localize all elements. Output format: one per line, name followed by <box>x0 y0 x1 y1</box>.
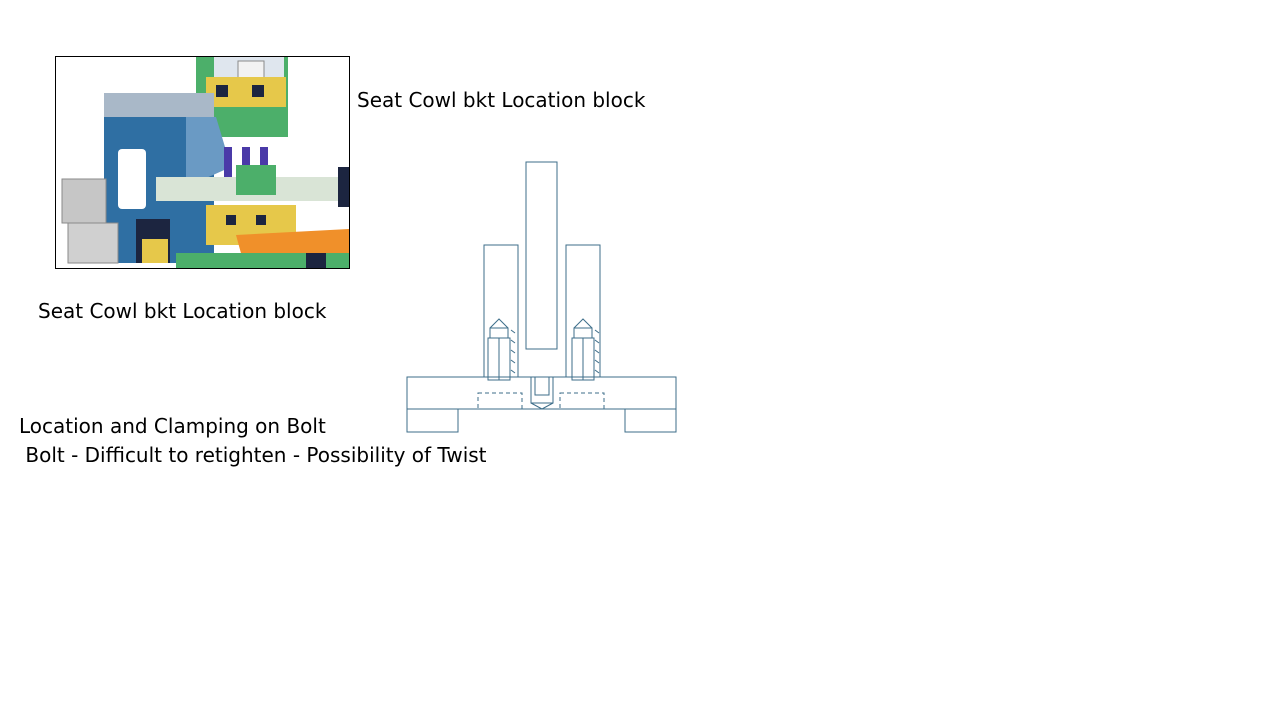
left-bolt <box>487 318 516 381</box>
bottom-caption: Seat Cowl bkt Location block <box>38 299 327 323</box>
left-foot <box>406 408 459 433</box>
center-bolt <box>530 376 554 410</box>
note-line-2: Bolt - Difficult to retighten - Possibil… <box>19 443 487 467</box>
base-plate <box>406 376 677 410</box>
top-caption: Seat Cowl bkt Location block <box>357 88 646 112</box>
section-drawing <box>406 161 677 433</box>
render-orange-part <box>236 229 349 257</box>
right-bolt <box>571 318 600 381</box>
left-block <box>483 244 519 378</box>
center-blade <box>525 161 558 350</box>
note-line-1: Location and Clamping on Bolt <box>19 414 326 438</box>
fixture-render-image <box>55 56 350 269</box>
hidden-counterbores <box>477 392 605 410</box>
right-foot <box>624 408 677 433</box>
